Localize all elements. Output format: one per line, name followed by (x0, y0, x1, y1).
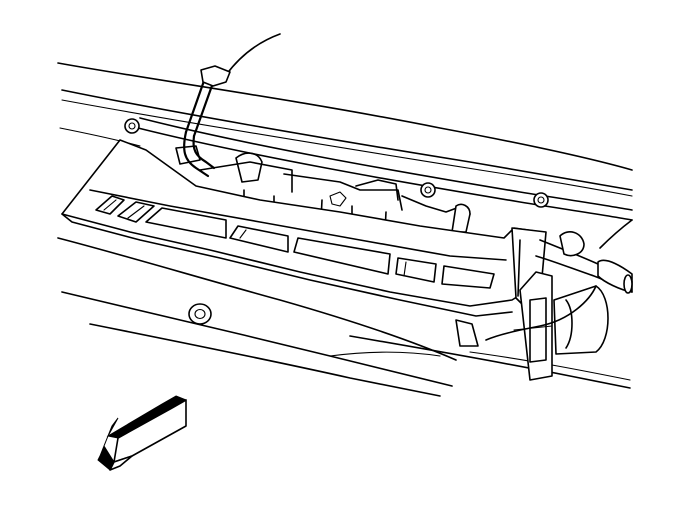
cowl-retainer-nut (124, 118, 549, 208)
windshield-lower-edge (59, 117, 633, 221)
vehicle-front-direction-arrow (97, 395, 188, 471)
nut-left (124, 118, 140, 134)
wiring-harness (485, 219, 633, 341)
cowl-vent-grille (61, 139, 547, 317)
grille-slots (95, 195, 495, 289)
nut-center (420, 182, 436, 198)
hood (57, 33, 633, 197)
hood-prop-rod (175, 65, 231, 178)
grille-retainer-push-pin (188, 303, 212, 325)
nut-right (533, 192, 549, 208)
lower-body-panel (57, 237, 631, 397)
wiper-module-bracket (513, 271, 609, 381)
